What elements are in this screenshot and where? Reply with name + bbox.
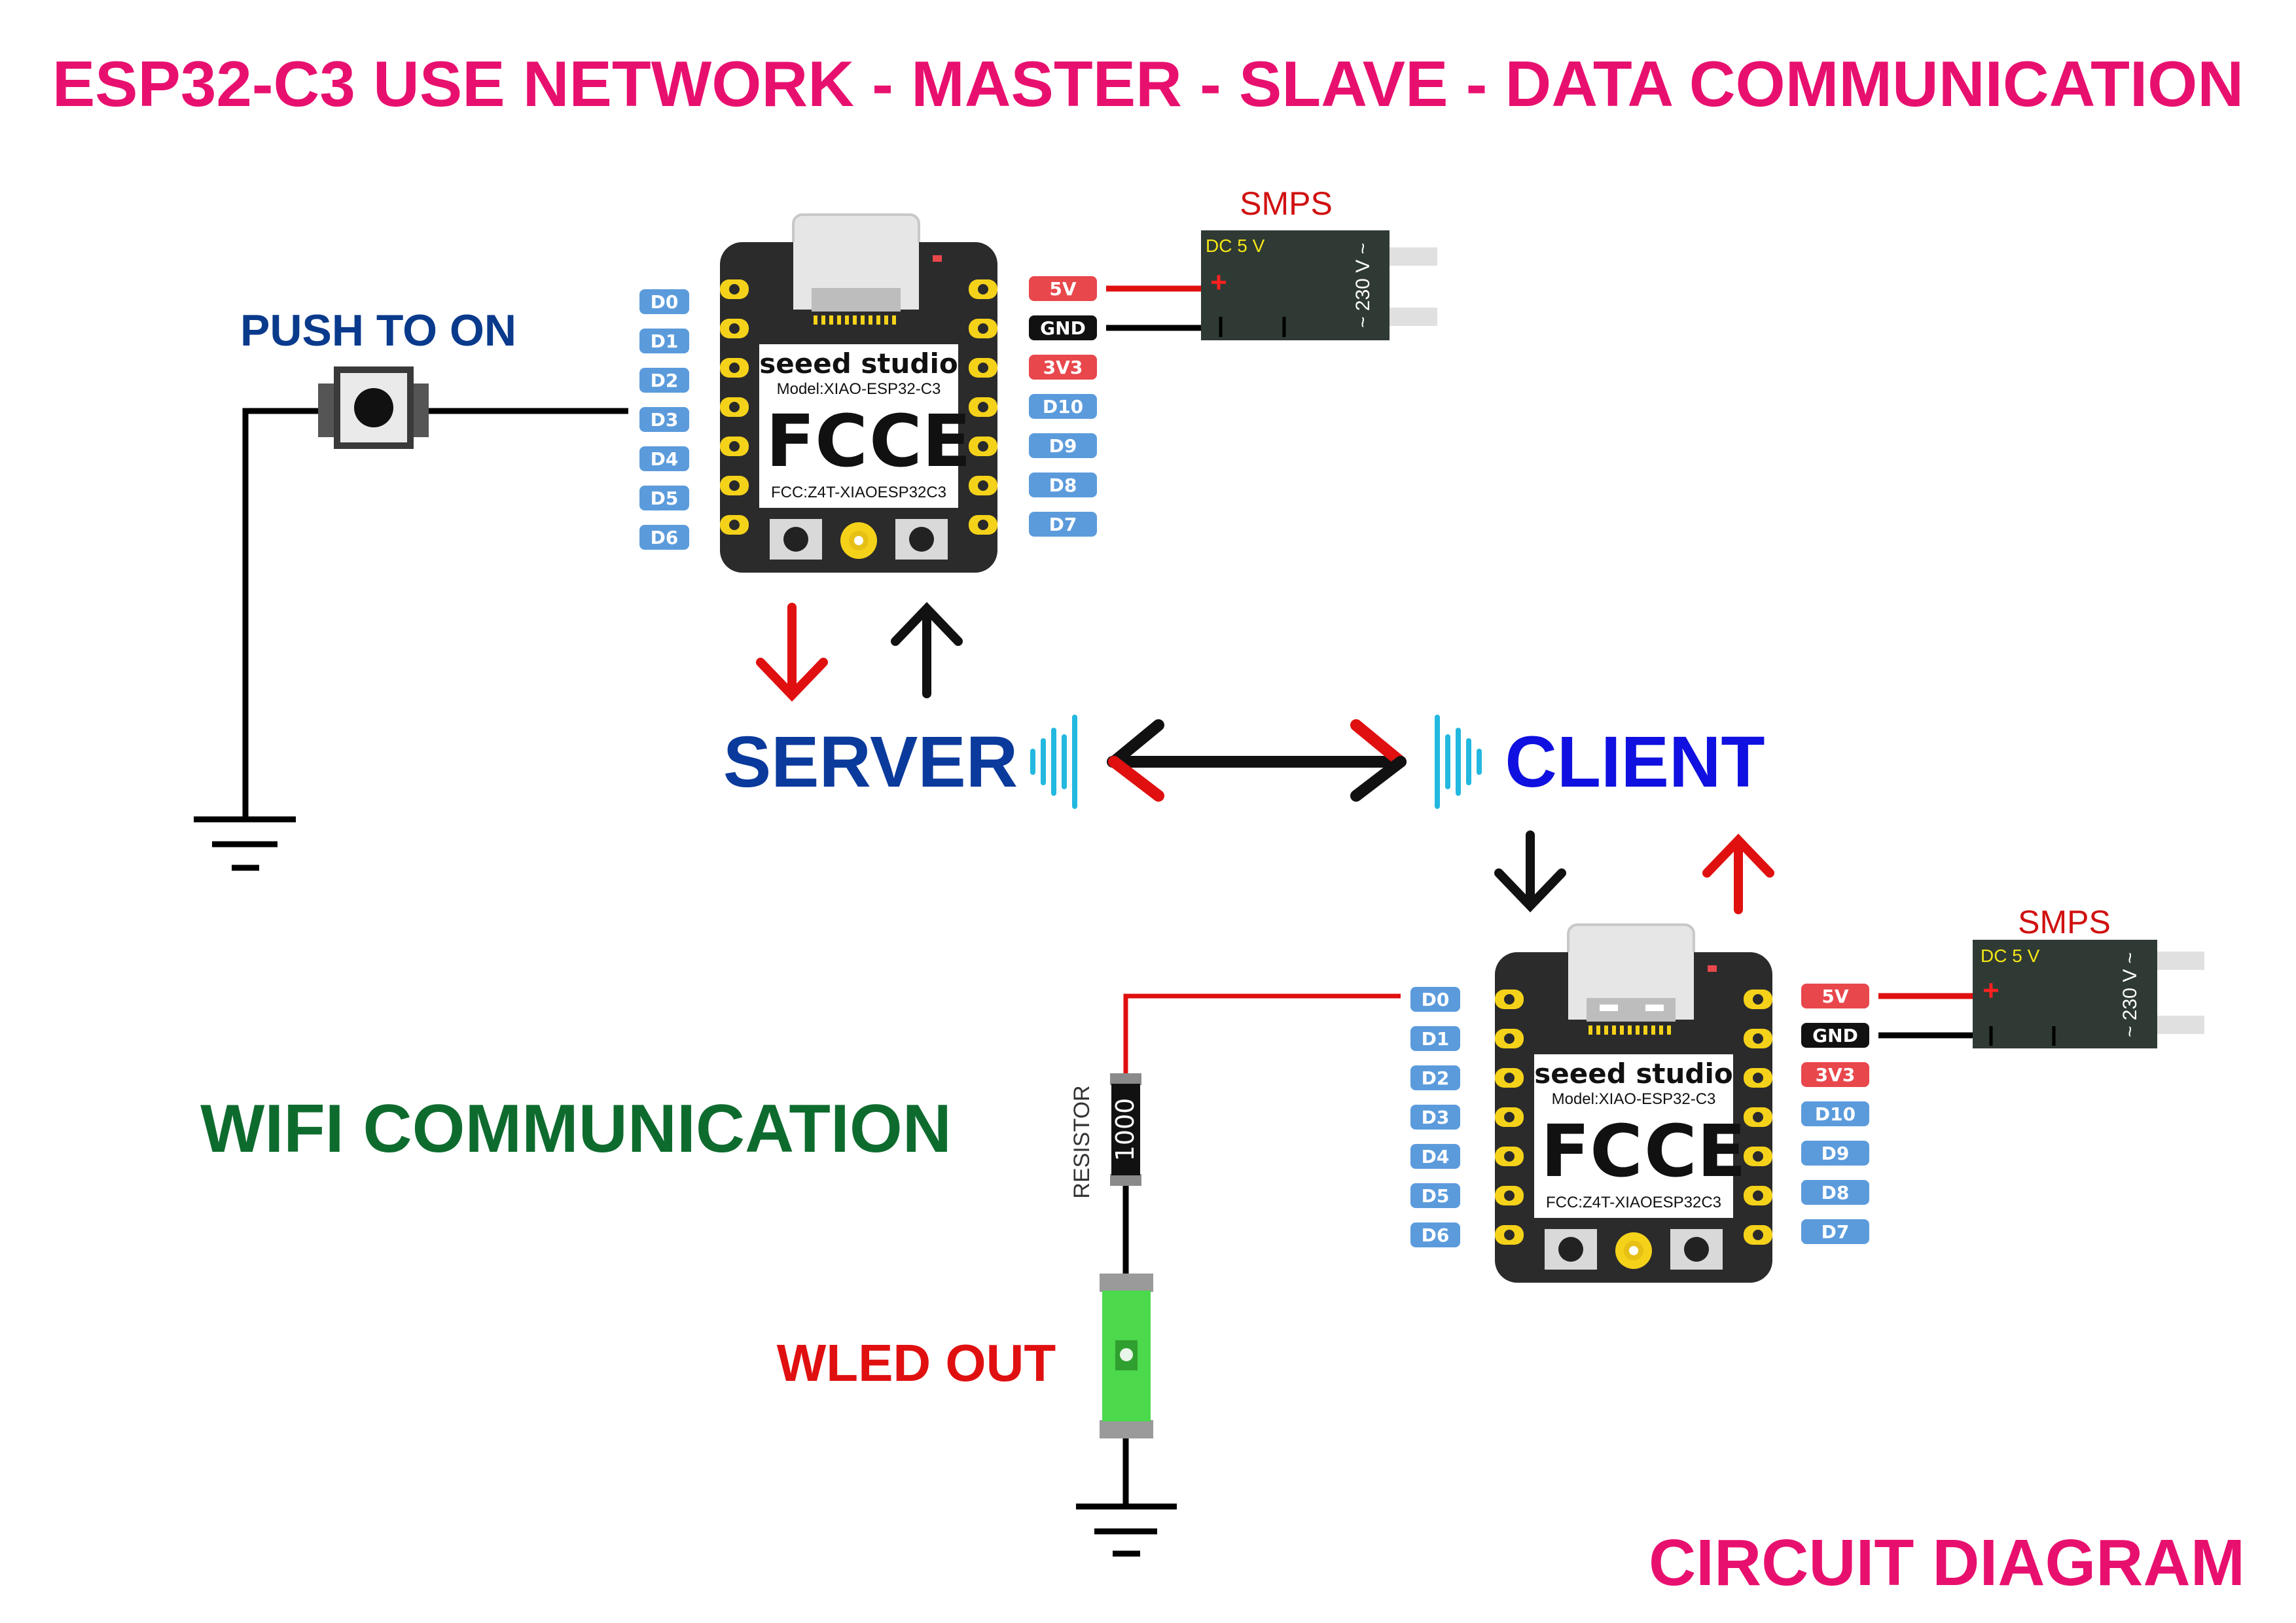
server-rx-arrow bbox=[891, 601, 963, 698]
server-pin-3v3: 3V3 bbox=[1043, 357, 1083, 378]
wled-out-label: WLED OUT bbox=[777, 1334, 1056, 1392]
client-board-brand: seeed studio bbox=[1534, 1058, 1732, 1090]
ground-symbol-client bbox=[1076, 1503, 1177, 1557]
client-smps-plus: + bbox=[1982, 974, 2000, 1007]
wled-out-led bbox=[1100, 1274, 1153, 1438]
led-signal-wire bbox=[1123, 993, 1401, 1073]
server-pin-d6: D6 bbox=[651, 527, 679, 548]
push-to-on-label: PUSH TO ON bbox=[240, 306, 516, 355]
client-tx-arrow bbox=[1702, 833, 1774, 914]
server-smps-plus: + bbox=[1210, 266, 1227, 298]
client-pin-d9: D9 bbox=[1821, 1143, 1850, 1164]
server-tx-arrow bbox=[756, 603, 828, 702]
wifi-communication-label: WIFI COMMUNICATION bbox=[200, 1091, 952, 1167]
client-pin-5v: 5V bbox=[1821, 986, 1848, 1007]
client-pin-d5: D5 bbox=[1422, 1185, 1450, 1207]
client-pin-d10: D10 bbox=[1815, 1103, 1856, 1125]
client-wifi-wave-icon bbox=[1435, 715, 1482, 809]
server-pin-gnd: GND bbox=[1040, 317, 1086, 339]
client-pin-d7: D7 bbox=[1821, 1221, 1850, 1243]
server-smps: SMPS DC 5 V + ~ 230 V ~ bbox=[1201, 185, 1437, 340]
client-pin-d8: D8 bbox=[1821, 1182, 1850, 1204]
server-pin-d0: D0 bbox=[651, 291, 679, 313]
server-fc-mark: FC bbox=[766, 399, 868, 483]
client-pin-3v3: 3V3 bbox=[1816, 1064, 1856, 1086]
client-ce-mark: CE bbox=[1644, 1109, 1746, 1193]
server-pin-5v: 5V bbox=[1049, 278, 1076, 300]
client-pin-d2: D2 bbox=[1422, 1067, 1450, 1089]
server-pin-d2: D2 bbox=[651, 370, 679, 391]
server-board: seeed studio Model:XIAO-ESP32-C3 FC CE F… bbox=[720, 213, 997, 573]
client-smps-ac: ~ 230 V ~ bbox=[2119, 952, 2141, 1037]
client-smps-dc: DC 5 V bbox=[1981, 946, 2040, 966]
client-pin-gnd: GND bbox=[1812, 1025, 1858, 1046]
push-button bbox=[318, 366, 429, 449]
server-pin-d9: D9 bbox=[1049, 435, 1077, 457]
client-rx-arrow bbox=[1494, 830, 1566, 913]
server-label: SERVER bbox=[723, 722, 1018, 802]
server-pin-d8: D8 bbox=[1049, 474, 1077, 496]
server-board-model: Model:XIAO-ESP32-C3 bbox=[777, 380, 941, 398]
bidirectional-arrow bbox=[1107, 719, 1407, 802]
client-board-fcc: FCC:Z4T-XIAOESP32C3 bbox=[1546, 1194, 1721, 1211]
client-board-model: Model:XIAO-ESP32-C3 bbox=[1552, 1090, 1716, 1108]
server-board-fcc: FCC:Z4T-XIAOESP32C3 bbox=[771, 484, 946, 501]
title: ESP32-C3 USE NETWORK - MASTER - SLAVE - … bbox=[52, 48, 2244, 120]
server-pin-d5: D5 bbox=[651, 488, 679, 509]
client-left-pins: D0 D1 D2 D3 D4 D5 D6 bbox=[1410, 987, 1460, 1247]
client-pin-d1: D1 bbox=[1422, 1028, 1450, 1050]
server-pin-d7: D7 bbox=[1049, 514, 1077, 535]
circuit-diagram-label: CIRCUIT DIAGRAM bbox=[1649, 1526, 2245, 1599]
client-pin-d4: D4 bbox=[1422, 1146, 1450, 1168]
client-label: CLIENT bbox=[1505, 722, 1765, 802]
server-smps-label: SMPS bbox=[1240, 185, 1333, 222]
client-smps: SMPS DC 5 V + ~ 230 V ~ bbox=[1973, 904, 2204, 1048]
resistor-value: 1000 bbox=[1111, 1098, 1139, 1162]
server-pin-d4: D4 bbox=[651, 448, 679, 470]
resistor-label: RESISTOR bbox=[1069, 1085, 1094, 1198]
client-right-pins: 5V GND 3V3 D10 D9 D8 D7 bbox=[1801, 984, 1869, 1244]
server-board-brand: seeed studio bbox=[759, 348, 958, 380]
server-wifi-wave-icon bbox=[1030, 715, 1077, 809]
button-ground-wire bbox=[242, 408, 318, 819]
client-board: seeed studio Model:XIAO-ESP32-C3 FC CE F… bbox=[1495, 923, 1772, 1283]
client-smps-label: SMPS bbox=[2018, 904, 2111, 940]
client-pin-d6: D6 bbox=[1422, 1224, 1450, 1246]
client-fc-mark: FC bbox=[1541, 1109, 1643, 1193]
resistor: 1000 bbox=[1110, 1073, 1141, 1186]
server-ce-mark: CE bbox=[869, 399, 971, 483]
server-smps-dc: DC 5 V bbox=[1206, 236, 1265, 256]
server-left-pins: D0 D1 D2 D3 D4 D5 D6 bbox=[639, 289, 689, 550]
server-smps-ac: ~ 230 V ~ bbox=[1352, 243, 1374, 328]
ground-symbol-server bbox=[194, 816, 296, 871]
server-right-pins: 5V GND 3V3 D10 D9 D8 D7 bbox=[1029, 276, 1097, 537]
client-pin-d0: D0 bbox=[1422, 989, 1450, 1010]
client-pin-d3: D3 bbox=[1422, 1107, 1450, 1128]
server-pin-d3: D3 bbox=[651, 409, 679, 431]
server-pin-d10: D10 bbox=[1043, 396, 1083, 418]
server-pin-d1: D1 bbox=[651, 330, 679, 352]
